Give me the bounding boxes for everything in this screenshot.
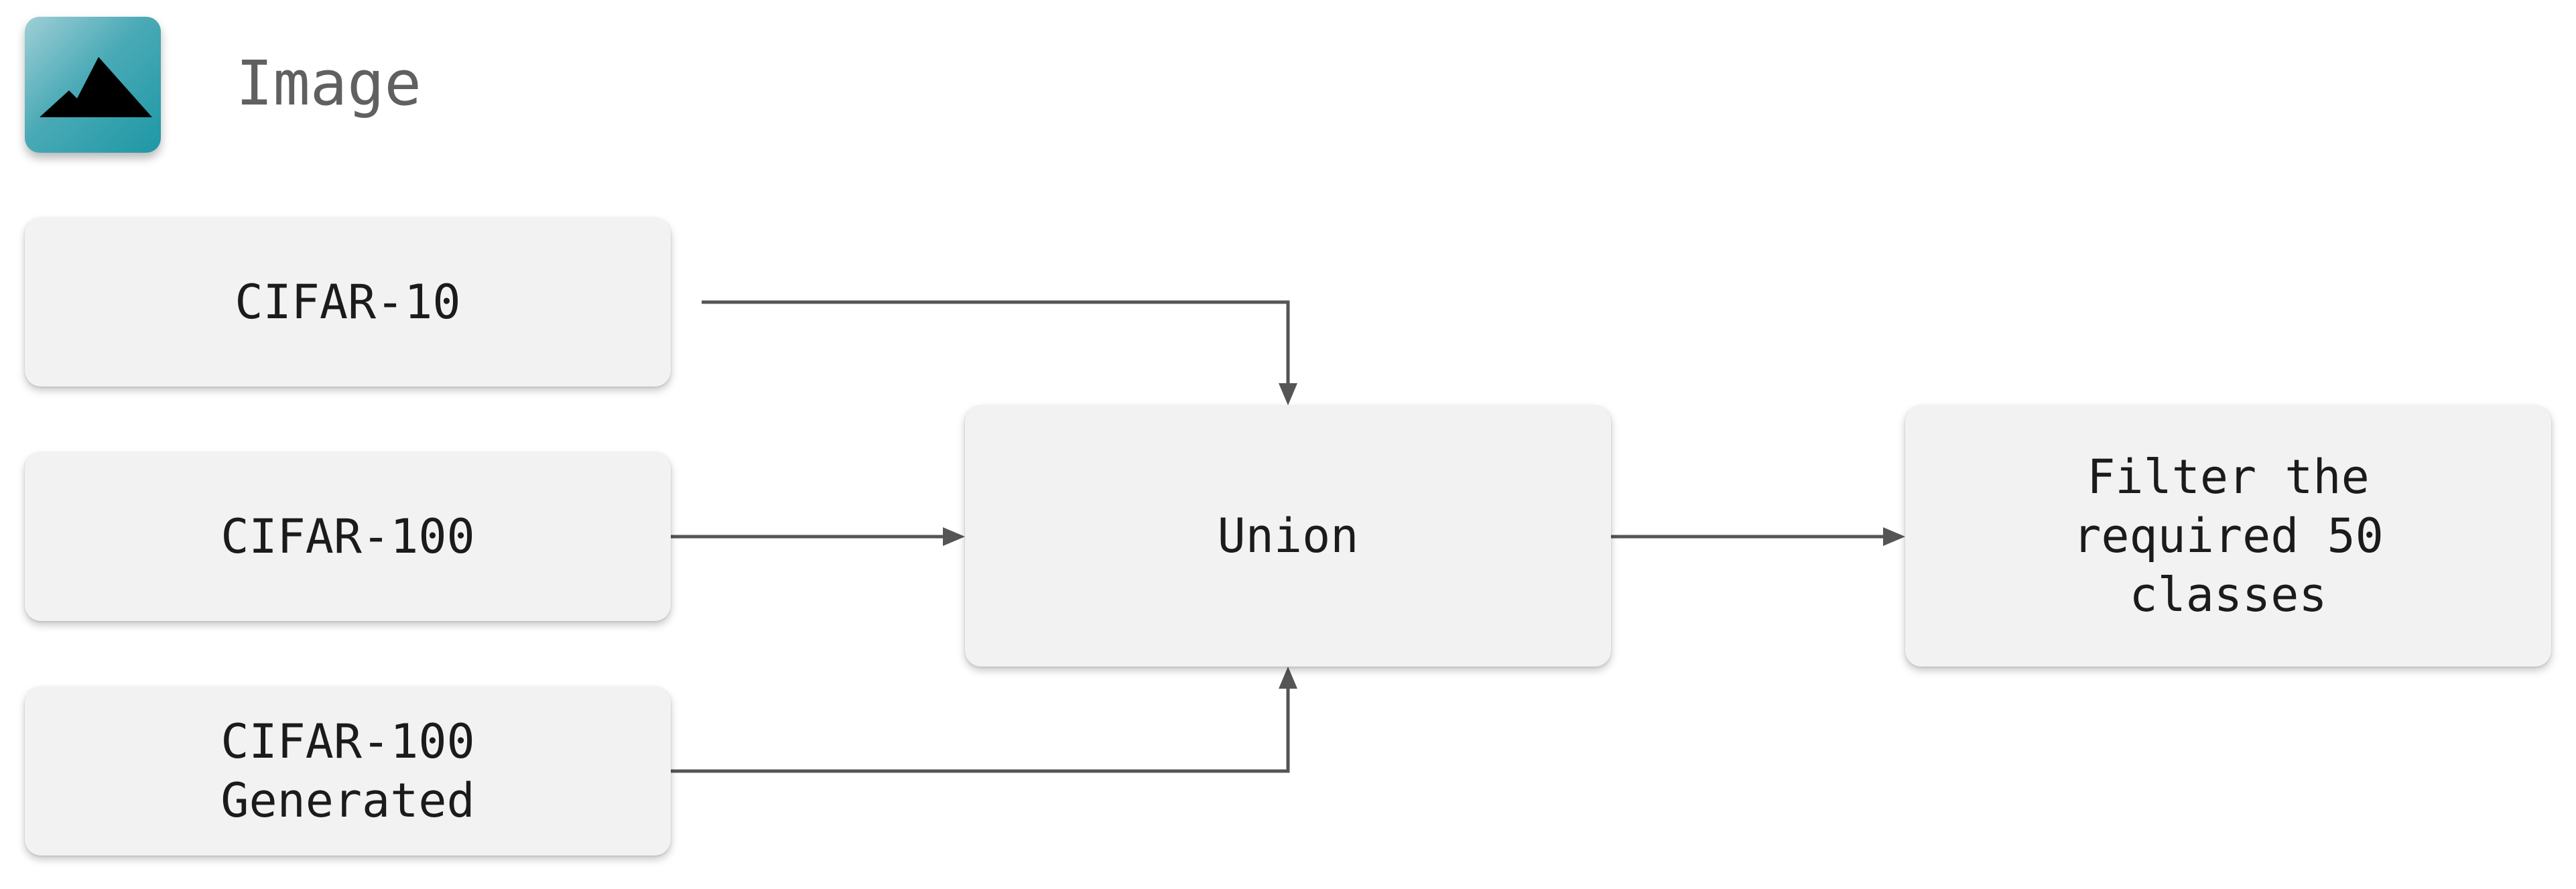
arrowhead-cifar10-to-union [1279,383,1297,405]
node-cifar-100-generated: CIFAR-100 Generated [25,687,671,856]
edge-cifar10-to-union [702,300,1290,383]
node-cifar-10: CIFAR-10 [25,218,671,387]
mountain-icon [40,57,152,117]
node-label-cifar-10: CIFAR-10 [235,275,461,330]
page-title: Image [236,48,422,119]
arrowhead-cifar100-to-union [943,527,965,546]
arrowhead-union-to-filter [1883,527,1905,546]
edge-cifar100gen-to-union [671,689,1290,773]
node-label-cifar-100-generated: CIFAR-100 Generated [220,714,475,828]
node-label-filter-classes: Filter the required 50 classes [2073,450,2384,622]
node-filter-classes: Filter the required 50 classes [1905,405,2551,667]
image-badge [25,17,161,153]
node-cifar-100: CIFAR-100 [25,452,671,621]
arrowhead-cifar100gen-to-union [1279,667,1297,689]
node-label-union: Union [1217,508,1359,563]
node-union: Union [965,405,1611,667]
node-label-cifar-100: CIFAR-100 [220,509,475,564]
